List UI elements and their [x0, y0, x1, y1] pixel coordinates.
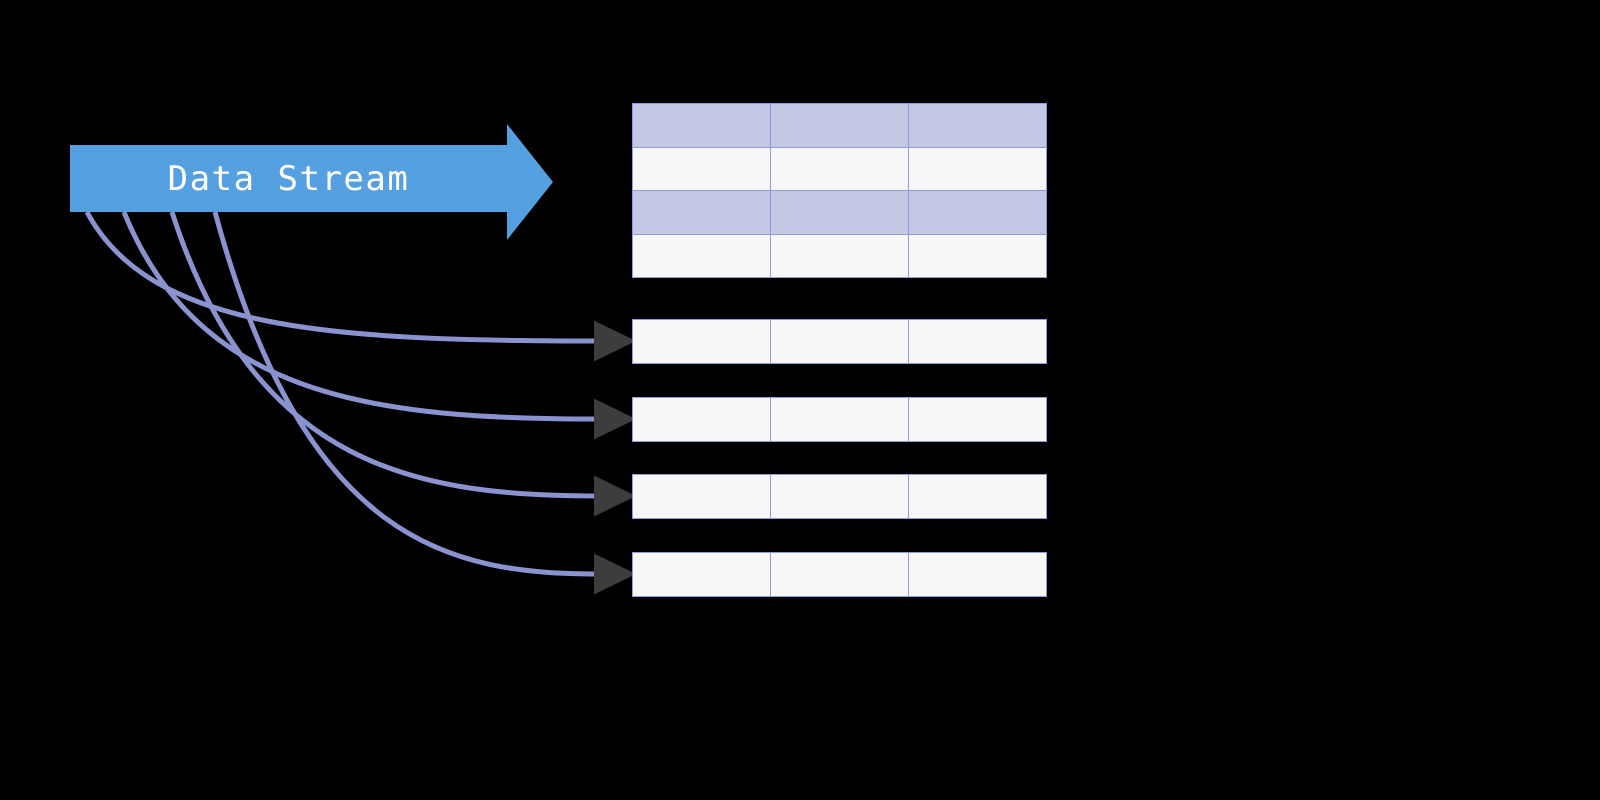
connector-curve-2	[121, 211, 636, 440]
table-cell	[770, 552, 909, 597]
table-cell	[632, 474, 771, 519]
table-cell	[908, 397, 1047, 442]
stream-row-2	[632, 397, 1047, 442]
data-stream-arrow-shape	[70, 124, 553, 240]
table-cell	[632, 190, 771, 235]
connector-curve-4	[212, 211, 636, 595]
table-row	[632, 319, 1047, 364]
table-cell	[632, 146, 771, 191]
table-cell	[632, 319, 771, 364]
stream-row-4	[632, 552, 1047, 597]
table-cell	[632, 552, 771, 597]
table-cell	[908, 190, 1047, 235]
table-cell	[770, 397, 909, 442]
table-cell	[770, 474, 909, 519]
table-cell	[770, 233, 909, 278]
table-cell	[908, 103, 1047, 148]
table-cell	[770, 319, 909, 364]
table-cell	[770, 146, 909, 191]
table-cell	[908, 552, 1047, 597]
table-cell	[908, 146, 1047, 191]
table-cell	[632, 233, 771, 278]
table-row	[632, 233, 1047, 278]
table-row	[632, 397, 1047, 442]
table-row	[632, 190, 1047, 235]
table-cell	[632, 397, 771, 442]
table-row	[632, 474, 1047, 519]
stream-row-1	[632, 319, 1047, 364]
table-cell	[908, 319, 1047, 364]
stream-row-3	[632, 474, 1047, 519]
connector-curve-3	[169, 211, 636, 517]
table-row	[632, 552, 1047, 597]
table-row	[632, 103, 1047, 148]
table-row	[632, 146, 1047, 191]
source-table	[632, 103, 1047, 278]
table-cell	[770, 190, 909, 235]
table-cell	[908, 474, 1047, 519]
table-cell	[908, 233, 1047, 278]
connector-curve-1	[84, 210, 636, 362]
table-cell	[632, 103, 771, 148]
table-cell	[770, 103, 909, 148]
